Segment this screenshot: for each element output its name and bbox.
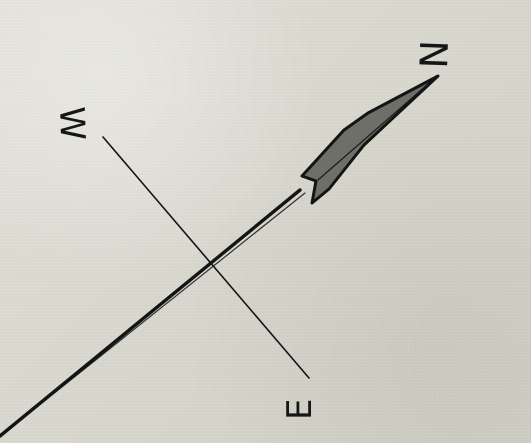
north-label: N [412,40,457,69]
west-east-line [103,137,309,378]
east-label: E [280,400,320,420]
north-arrowhead-inner-line [318,78,435,180]
north-arrow-main-line [0,190,300,436]
west-label: W [51,106,92,140]
north-arrow-shadow-line [8,193,305,430]
north-arrowhead [302,76,438,203]
